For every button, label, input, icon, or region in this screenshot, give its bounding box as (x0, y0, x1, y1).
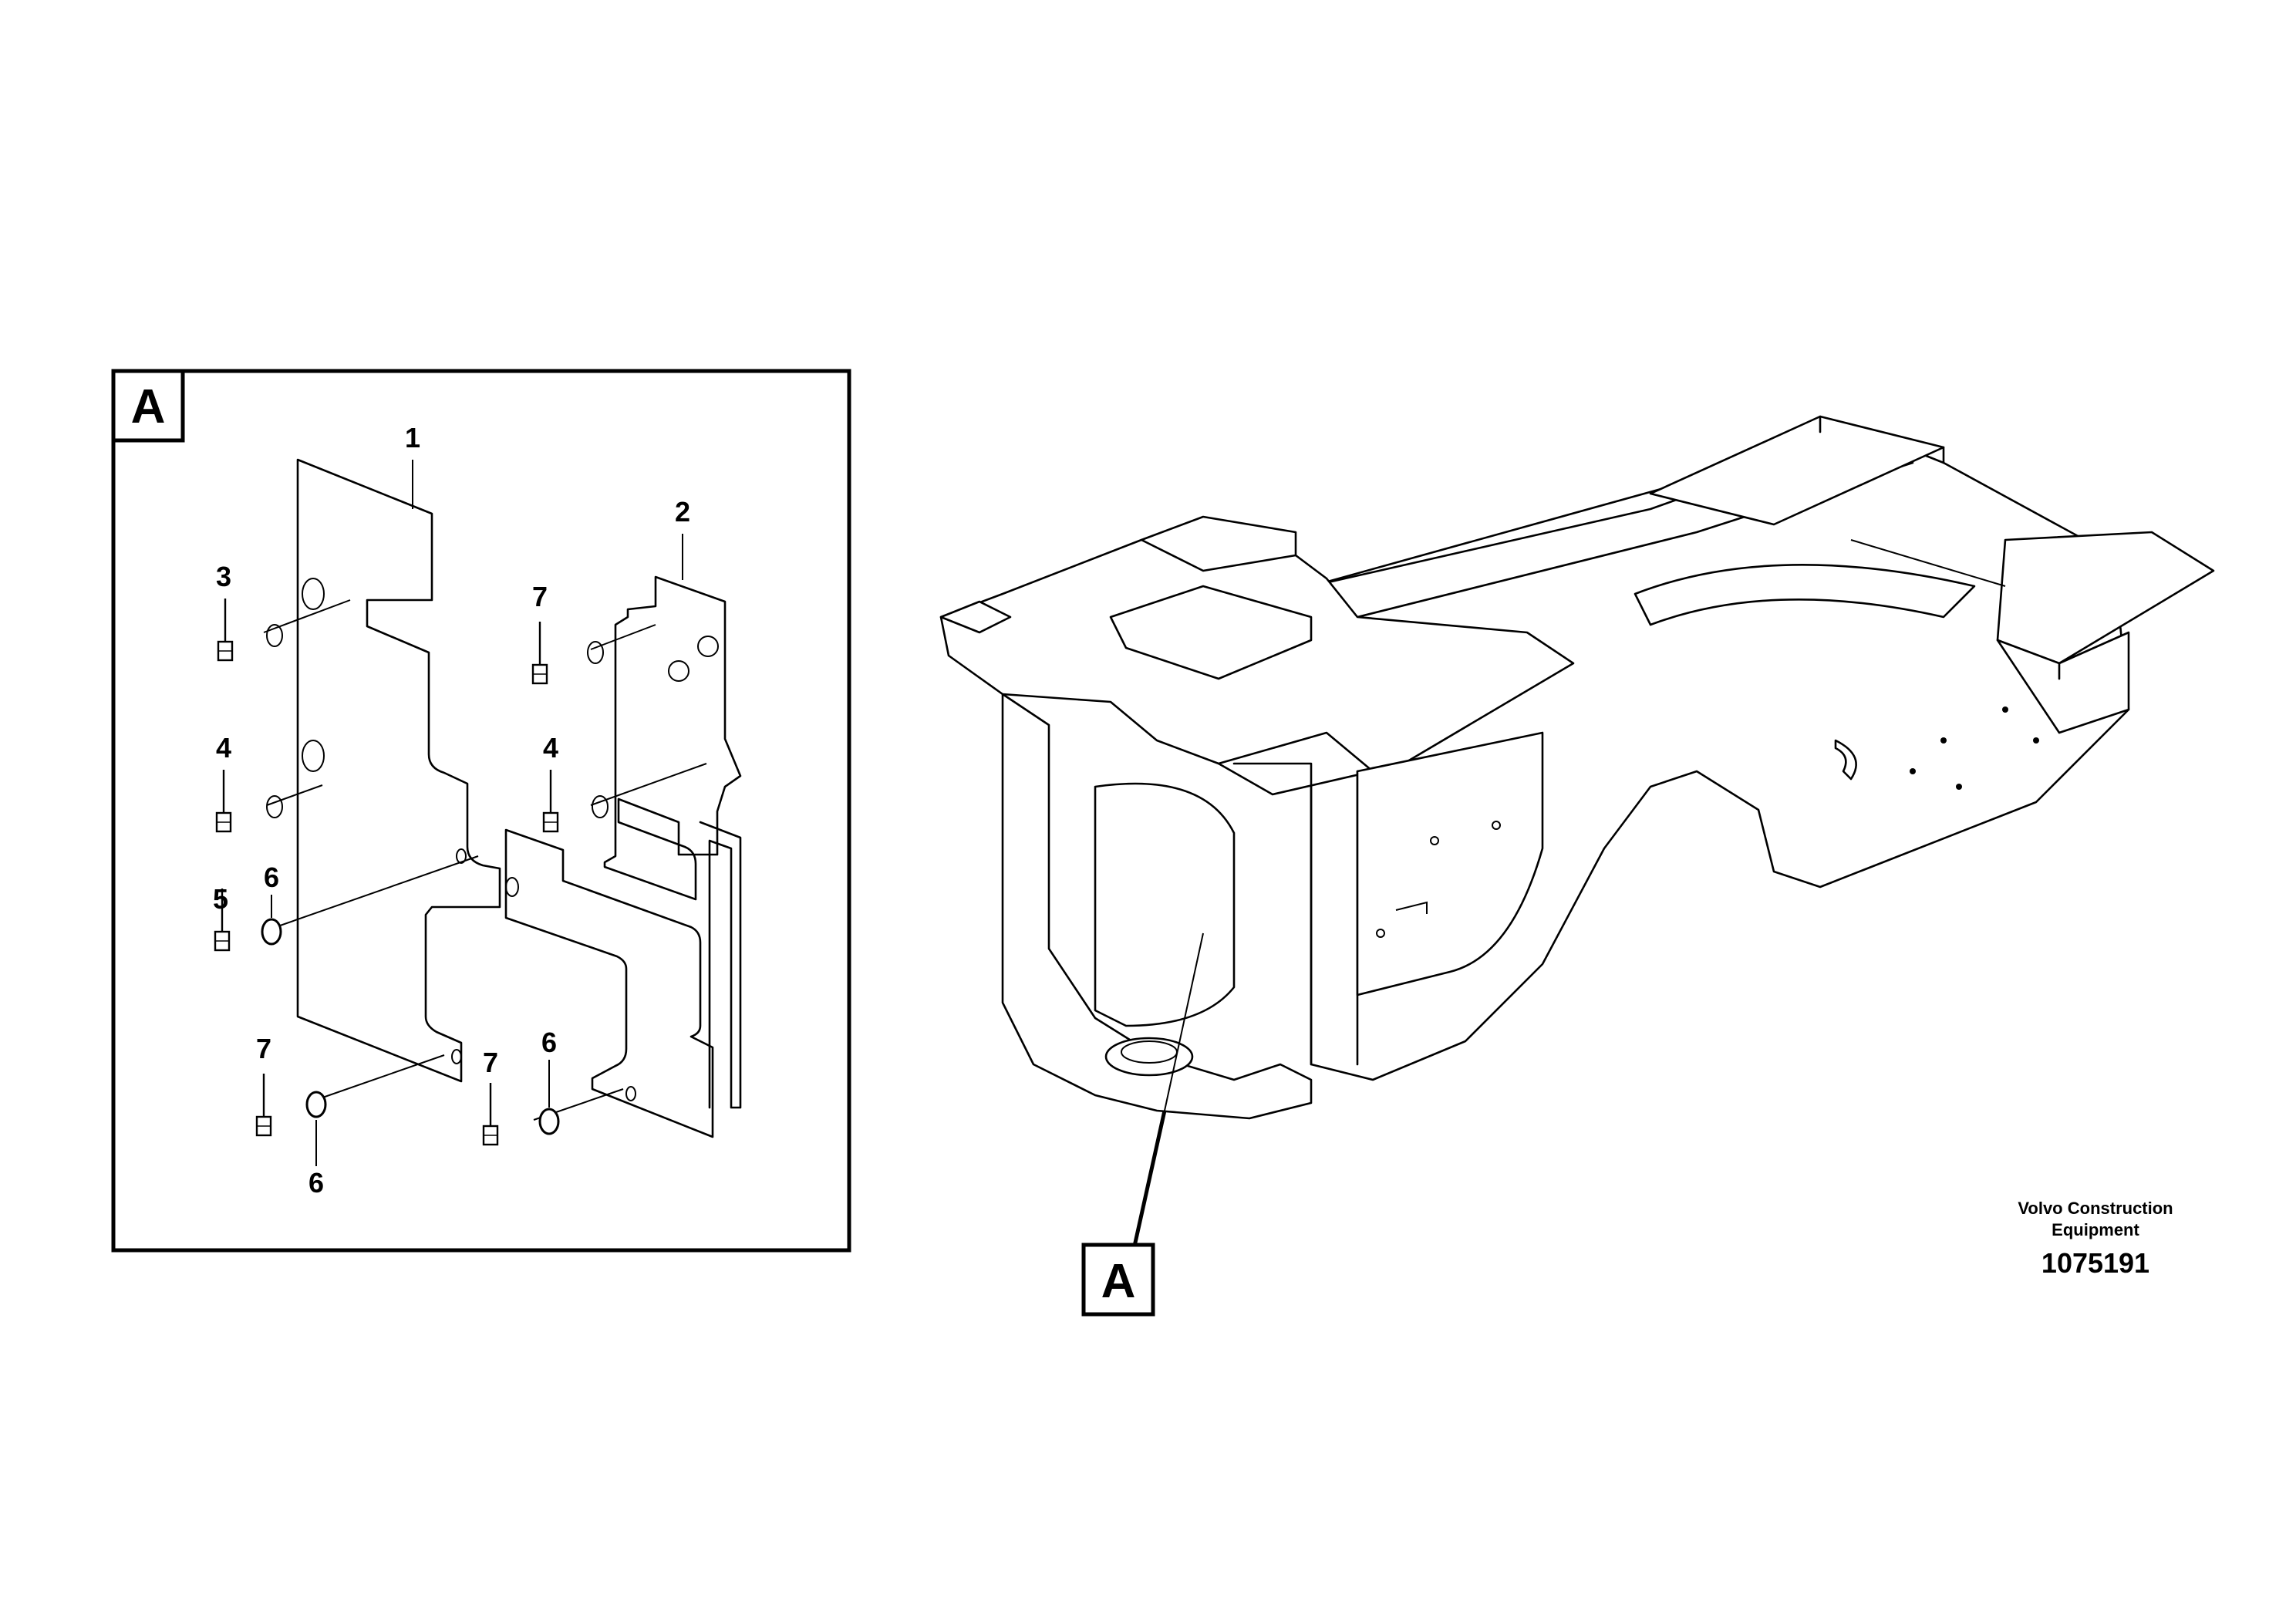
label-7-bottom-mid: 7 (483, 1047, 498, 1078)
label-6-bottom-left: 6 (308, 1167, 324, 1199)
bolt-7-top (531, 620, 604, 685)
credit-line-2: Equipment (2052, 1220, 2139, 1239)
callout-a: A (1101, 1255, 1136, 1308)
label-6-bottom-mid: 6 (541, 1027, 557, 1058)
plate-1-shape (296, 458, 501, 1083)
label-7-bottom-left: 7 (256, 1033, 271, 1064)
bolt-7-bottom-left (255, 1072, 327, 1137)
washer-6-left (261, 918, 282, 946)
detail-view-a: A (111, 369, 851, 1253)
label-7-top: 7 (532, 581, 548, 612)
bolt-4-right (542, 768, 609, 833)
label-5: 5 (213, 883, 228, 915)
machine-frame: A (939, 415, 2215, 1317)
label-2: 2 (675, 496, 690, 528)
plate-2-shape (603, 575, 742, 901)
bolt-7-bottom-mid (482, 1081, 560, 1146)
label-1: 1 (405, 422, 420, 454)
detail-title: A (131, 380, 166, 433)
detail-title-box (111, 369, 185, 443)
label-3: 3 (216, 561, 231, 592)
figure-number: 1075191 (2041, 1247, 2149, 1279)
bracket-shape (504, 828, 714, 1138)
label-6-left: 6 (264, 862, 279, 893)
bolt-3 (217, 597, 283, 662)
callout-a-box (1081, 1243, 1155, 1317)
credit-line-1: Volvo Construction (2018, 1199, 2173, 1218)
label-4-left: 4 (216, 732, 231, 764)
credit-block: Volvo Construction Equipment 1075191 (2018, 1199, 2173, 1279)
label-4-right: 4 (543, 732, 558, 764)
bolt-4-left (215, 768, 283, 833)
